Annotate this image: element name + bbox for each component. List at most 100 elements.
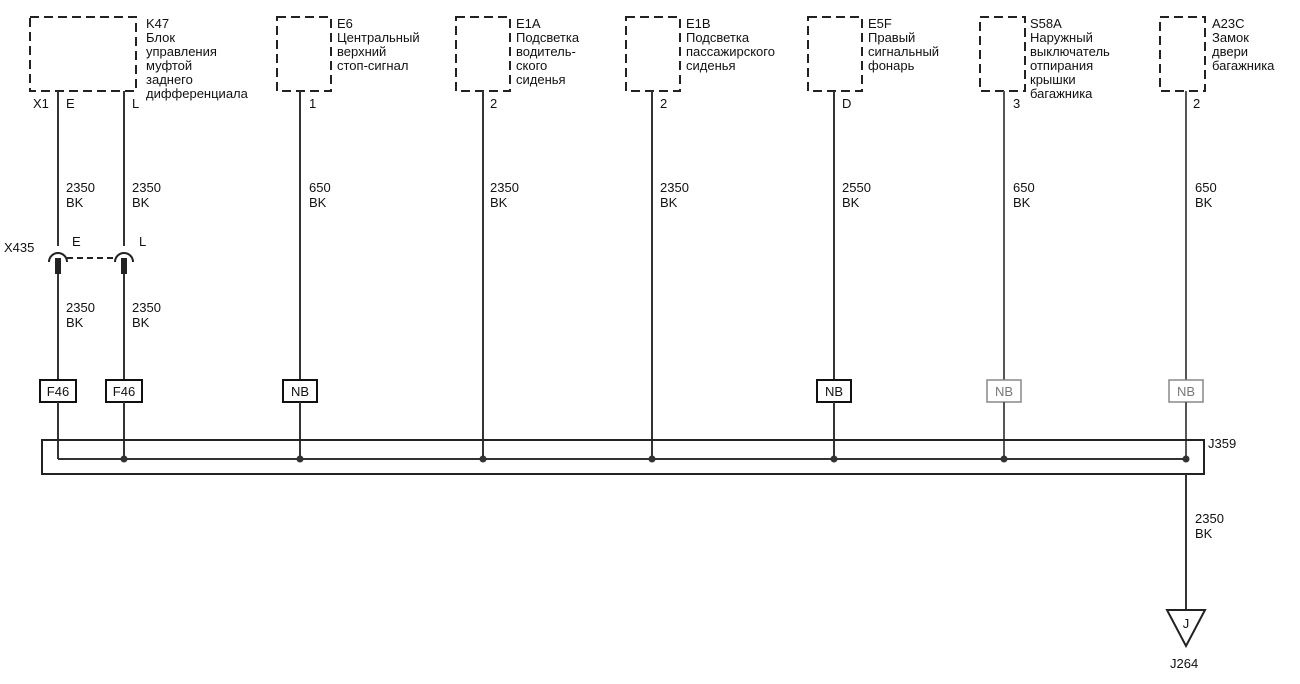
component-desc-line: Правый <box>868 30 915 45</box>
wire-size: 2350 <box>132 180 161 195</box>
wire-label: 650 BK <box>1195 180 1217 210</box>
wire-label: 2350 BK <box>132 180 161 210</box>
splice-outline <box>41 439 1205 475</box>
wire-size: 650 <box>1195 180 1217 195</box>
pin-label: 2 <box>1193 96 1200 111</box>
component-desc-line: ского <box>516 58 547 73</box>
tag-label: NB <box>291 384 309 399</box>
wire-color: BK <box>1013 195 1031 210</box>
tag-label: NB <box>1177 384 1195 399</box>
ground-label: J264 <box>1170 656 1198 671</box>
wire-label: 650 BK <box>309 180 331 210</box>
wire-color: BK <box>660 195 678 210</box>
pin-label: D <box>842 96 851 111</box>
component-desc-line: Замок <box>1212 30 1249 45</box>
tag-f46: F46 <box>39 379 77 403</box>
tag-nb: NB <box>282 379 318 403</box>
component-desc-line: верхний <box>337 44 386 59</box>
tag-label: F46 <box>113 384 135 399</box>
component-desc-line: дифференциала <box>146 86 249 101</box>
ground-j264: J J264 <box>1165 609 1207 671</box>
component-ref: S58A <box>1030 16 1062 31</box>
wire-label: 2350 BK <box>1195 511 1224 541</box>
wire-label: 2350 BK <box>66 180 95 210</box>
pin-label: 2 <box>490 96 497 111</box>
component-desc-line: сиденья <box>516 72 566 87</box>
component-desc-line: Подсветка <box>686 30 750 45</box>
component-desc-line: двери <box>1212 44 1248 59</box>
splice-node <box>648 455 656 463</box>
component-desc-line: водитель- <box>516 44 576 59</box>
component-ref: K47 <box>146 16 169 31</box>
wire-size: 2350 <box>66 180 95 195</box>
component-label-e6: E6 Центральный верхний стоп-сигнал <box>337 16 420 73</box>
component-label-a23c: A23C Замок двери багажника <box>1212 16 1275 73</box>
wire-size: 2350 <box>66 300 95 315</box>
connector-pin-e <box>55 258 61 274</box>
wire-size: 2350 <box>132 300 161 315</box>
connector-cup-e <box>48 252 68 263</box>
component-desc-line: Центральный <box>337 30 420 45</box>
component-ref: E6 <box>337 16 353 31</box>
component-desc-line: выключатель <box>1030 44 1110 59</box>
component-label-e5f: E5F Правый сигнальный фонарь <box>868 16 939 73</box>
component-desc-line: заднего <box>146 72 193 87</box>
component-box-k47 <box>29 16 137 92</box>
component-desc-line: сиденья <box>686 58 736 73</box>
pin-label: E <box>72 234 81 249</box>
wire-color: BK <box>309 195 327 210</box>
component-box-s58a <box>979 16 1026 92</box>
wire-label: 2350 BK <box>132 300 161 330</box>
tag-label: NB <box>825 384 843 399</box>
component-box-a23c <box>1159 16 1206 92</box>
pin-label: E <box>66 96 75 111</box>
component-desc-line: управления <box>146 44 217 59</box>
wire-color: BK <box>132 315 150 330</box>
pin-label: 1 <box>309 96 316 111</box>
pin-label: 3 <box>1013 96 1020 111</box>
component-desc-line: крышки <box>1030 72 1076 87</box>
wire-size: 2350 <box>660 180 689 195</box>
splice-label: J359 <box>1208 436 1236 451</box>
component-label-e1b: E1B Подсветка пассажирского сиденья <box>686 16 775 73</box>
connector-label-x1: X1 <box>33 96 49 111</box>
component-desc-line: багажника <box>1212 58 1275 73</box>
component-desc-line: отпирания <box>1030 58 1093 73</box>
wire-color: BK <box>490 195 508 210</box>
component-desc-line: Наружный <box>1030 30 1093 45</box>
wire-label: 2550 BK <box>842 180 871 210</box>
wire-color: BK <box>1195 195 1213 210</box>
tag-label: NB <box>995 384 1013 399</box>
component-desc-line: Блок <box>146 30 175 45</box>
wire-size: 650 <box>1013 180 1035 195</box>
wire-size: 2350 <box>1195 511 1224 526</box>
component-desc-line: Подсветка <box>516 30 580 45</box>
tag-f46: F46 <box>105 379 143 403</box>
splice-node <box>296 455 304 463</box>
component-label-e1a: E1A Подсветка водитель- ского сиденья <box>516 16 580 87</box>
splice-node <box>1182 455 1190 463</box>
splice-node <box>120 455 128 463</box>
wire-color: BK <box>1195 526 1213 541</box>
connector-pin-l <box>121 258 127 274</box>
component-desc-line: стоп-сигнал <box>337 58 408 73</box>
wire-color: BK <box>66 195 84 210</box>
splice-node <box>830 455 838 463</box>
ground-symbol-letter: J <box>1183 616 1190 631</box>
wire-color: BK <box>842 195 860 210</box>
component-box-e1a <box>455 16 511 92</box>
tag-nb: NB <box>1168 379 1204 403</box>
pin-label: L <box>132 96 139 111</box>
pin-label: 2 <box>660 96 667 111</box>
component-desc-line: багажника <box>1030 86 1093 101</box>
component-box-e5f <box>807 16 863 92</box>
tag-nb: NB <box>986 379 1022 403</box>
wire-size: 2350 <box>490 180 519 195</box>
wire-color: BK <box>132 195 150 210</box>
pin-label: L <box>139 234 146 249</box>
splice-node <box>479 455 487 463</box>
component-ref: E5F <box>868 16 892 31</box>
wire-size: 650 <box>309 180 331 195</box>
connector-cup-l <box>114 252 134 263</box>
